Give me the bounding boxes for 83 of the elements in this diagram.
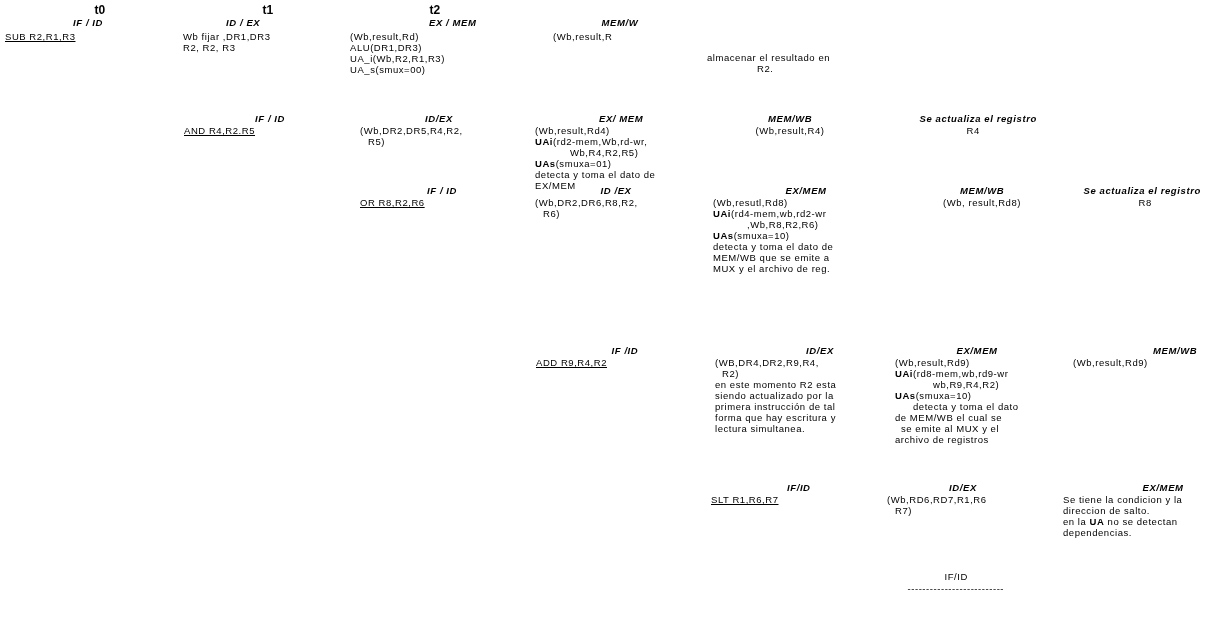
cell-text: Wb fijar ,DR1,DR3 <box>183 31 271 42</box>
stage-label: ID/EX <box>425 113 453 124</box>
stage-label: ID / EX <box>226 17 261 28</box>
cell-text: UAs(smuxa=01) <box>535 158 612 169</box>
cell-text: en este momento R2 esta <box>715 379 837 390</box>
stage-label: IF / ID <box>427 185 458 196</box>
cell-text: detecta y toma el dato <box>913 401 1019 412</box>
cell-text: forma que hay escritura y <box>715 412 836 423</box>
time-label: t0 <box>94 4 106 17</box>
cell-text: lectura simultanea. <box>715 423 806 434</box>
cell-text: de MEM/WB el cual se <box>895 412 1003 423</box>
cell-text: Se tiene la condicion y la <box>1063 494 1183 505</box>
cell-text: R5) <box>368 136 385 147</box>
stage-label: IF/ID <box>787 482 811 493</box>
cell-text: (Wb,result,Rd9) <box>1073 357 1148 368</box>
cell-text: (Wb,result,Rd4) <box>535 125 610 136</box>
cell-text: ,Wb,R8,R2,R6) <box>747 219 819 230</box>
cell-text: R6) <box>543 208 560 219</box>
cell-text: (WB,DR4,DR2,R9,R4, <box>715 357 819 368</box>
cell-text: detecta y toma el dato de <box>713 241 834 252</box>
cell-text: UAs(smuxa=10) <box>895 390 972 401</box>
cell-text: (Wb,DR2,DR6,R8,R2, <box>535 197 638 208</box>
stage-label: IF /ID <box>611 345 639 356</box>
stage-label: IF / ID <box>73 17 104 28</box>
instruction-text: OR R8,R2,R6 <box>360 197 425 208</box>
stage-label: MEM/WB <box>960 185 1005 196</box>
cell-text: siendo actualizado por la <box>715 390 834 401</box>
cell-text: R7) <box>895 505 912 516</box>
cell-text: (Wb,result,Rd) <box>350 31 419 42</box>
cell-text: (Wb, result,Rd8) <box>943 197 1021 208</box>
cell-text: (Wb,result,Rd9) <box>895 357 970 368</box>
cell-text: (Wb,result,R <box>553 31 613 42</box>
time-label: t1 <box>262 4 274 17</box>
cell-text: (Wb,result,R4) <box>755 125 825 136</box>
stage-label: MEM/WB <box>768 113 813 124</box>
stage-label: ID/EX <box>949 482 977 493</box>
stage-label: Se actualiza el registro <box>1083 185 1201 196</box>
stage-label: ID/EX <box>806 345 834 356</box>
stage-label: EX/MEM <box>956 345 998 356</box>
cell-text: IF/ID <box>944 571 968 582</box>
cell-text: EX/MEM <box>535 180 576 191</box>
cell-text: UA_s(smux=00) <box>350 64 426 75</box>
cell-text: R4 <box>966 125 980 136</box>
cell-text: MEM/WB que se emite a <box>713 252 830 263</box>
stage-label: EX/MEM <box>1142 482 1184 493</box>
stage-label: EX / MEM <box>429 17 477 28</box>
stage-label: EX/ MEM <box>599 113 644 124</box>
instruction-text: SUB R2,R1,R3 <box>5 31 76 42</box>
cell-text: UAi(rd2-mem,Wb,rd-wr, <box>535 136 648 147</box>
cell-text: UA_i(Wb,R2,R1,R3) <box>350 53 445 64</box>
cell-text: R2. <box>757 63 774 74</box>
cell-text: Wb,R4,R2,R5) <box>570 147 639 158</box>
cell-text: direccion de salto. <box>1063 505 1151 516</box>
cell-text: MUX y el archivo de reg. <box>713 263 831 274</box>
cell-text: R8 <box>1138 197 1152 208</box>
cell-text: (Wb,DR2,DR5,R4,R2, <box>360 125 463 136</box>
cell-text: -------------------------- <box>907 583 1005 594</box>
cell-text: almacenar el resultado en <box>707 52 831 63</box>
cell-text: ALU(DR1,DR3) <box>350 42 423 53</box>
cell-text: archivo de registros <box>895 434 989 445</box>
cell-text: R2, R2, R3 <box>183 42 236 53</box>
time-label: t2 <box>429 4 441 17</box>
cell-text: wb,R9,R4,R2) <box>933 379 1000 390</box>
instruction-text: ADD R9,R4,R2 <box>536 357 607 368</box>
cell-text: detecta y toma el dato de <box>535 169 656 180</box>
cell-text: primera instrucción de tal <box>715 401 836 412</box>
cell-text: (Wb,resutl,Rd8) <box>713 197 788 208</box>
instruction-text: SLT R1,R6,R7 <box>711 494 779 505</box>
cell-text: se emite al MUX y el <box>901 423 1000 434</box>
instruction-text: AND R4,R2.R5 <box>184 125 255 136</box>
stage-label: IF / ID <box>255 113 286 124</box>
cell-text: (Wb,RD6,RD7,R1,R6 <box>887 494 987 505</box>
cell-text: UAi(rd4-mem,wb,rd2-wr <box>713 208 827 219</box>
stage-label: MEM/W <box>601 17 639 28</box>
cell-text: dependencias. <box>1063 527 1132 538</box>
stage-label: ID /EX <box>600 185 632 196</box>
cell-text: en la UA no se detectan <box>1063 516 1178 527</box>
cell-text: UAs(smuxa=10) <box>713 230 790 241</box>
cell-text: UAi(rd8-mem,wb,rd9-wr <box>895 368 1009 379</box>
cell-text: R2) <box>722 368 739 379</box>
stage-label: Se actualiza el registro <box>919 113 1037 124</box>
stage-label: EX/MEM <box>785 185 827 196</box>
stage-label: MEM/WB <box>1153 345 1198 356</box>
